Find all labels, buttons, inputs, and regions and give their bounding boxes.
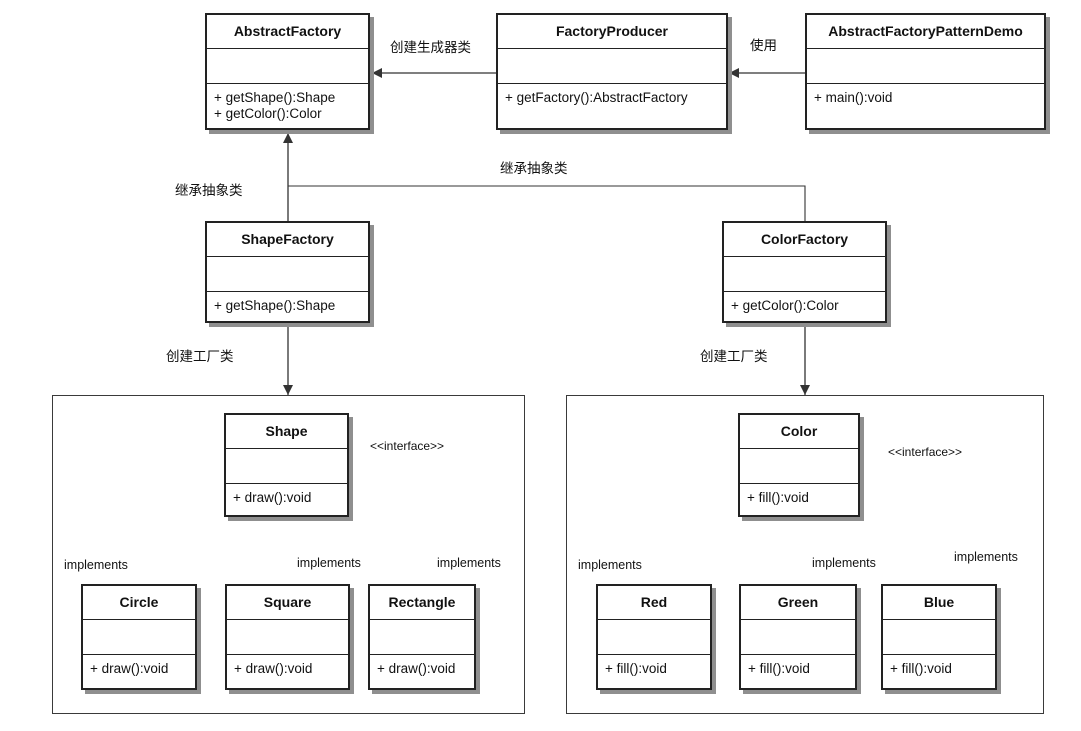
label-color-stereotype: <<interface>> xyxy=(888,445,963,459)
label-shape-stereotype: <<interface>> xyxy=(370,439,445,453)
class-attributes xyxy=(807,49,1044,84)
class-name: ShapeFactory xyxy=(207,223,368,257)
operation: + getShape():Shape xyxy=(214,90,336,105)
class-operations: + fill():void xyxy=(598,655,710,677)
class-name: AbstractFactory xyxy=(207,15,368,49)
class-red[interactable]: Red + fill():void xyxy=(596,584,712,690)
class-operations: + getColor():Color xyxy=(724,292,885,314)
class-attributes xyxy=(207,49,368,84)
class-name: Shape xyxy=(226,415,347,449)
operation: + main():void xyxy=(814,90,893,105)
class-color-interface[interactable]: Color + fill():void xyxy=(738,413,860,517)
class-abstract-factory[interactable]: AbstractFactory + getShape():Shape + get… xyxy=(205,13,370,130)
label-impl-red: implements xyxy=(578,558,642,572)
operation: + draw():void xyxy=(90,661,169,676)
class-name: Square xyxy=(227,586,348,620)
operation: + draw():void xyxy=(377,661,456,676)
operation: + fill():void xyxy=(605,661,667,676)
label-impl-square: implements xyxy=(297,556,361,570)
operation: + draw():void xyxy=(233,490,312,505)
class-shape-interface[interactable]: Shape + draw():void xyxy=(224,413,349,517)
class-operations: + fill():void xyxy=(741,655,855,677)
label-impl-blue: implements xyxy=(954,550,1018,564)
class-attributes xyxy=(83,620,195,655)
class-name: Green xyxy=(741,586,855,620)
class-name: AbstractFactoryPatternDemo xyxy=(807,15,1044,49)
class-name: Circle xyxy=(83,586,195,620)
class-abstract-factory-pattern-demo[interactable]: AbstractFactoryPatternDemo + main():void xyxy=(805,13,1046,130)
label-inherit-left: 继承抽象类 xyxy=(175,183,243,198)
class-attributes xyxy=(370,620,474,655)
class-operations: + fill():void xyxy=(740,484,858,506)
class-shape-factory[interactable]: ShapeFactory + getShape():Shape xyxy=(205,221,370,323)
class-attributes xyxy=(724,257,885,292)
class-color-factory[interactable]: ColorFactory + getColor():Color xyxy=(722,221,887,323)
operation: + getColor():Color xyxy=(214,106,322,121)
operation: + getShape():Shape xyxy=(214,298,336,313)
class-name: Red xyxy=(598,586,710,620)
class-operations: + main():void xyxy=(807,84,1044,106)
class-square[interactable]: Square + draw():void xyxy=(225,584,350,690)
class-operations: + draw():void xyxy=(83,655,195,677)
label-use: 使用 xyxy=(750,38,777,53)
operation: + draw():void xyxy=(234,661,313,676)
class-attributes xyxy=(883,620,995,655)
class-circle[interactable]: Circle + draw():void xyxy=(81,584,197,690)
class-attributes xyxy=(207,257,368,292)
operation: + fill():void xyxy=(890,661,952,676)
class-operations: + getShape():Shape xyxy=(207,292,368,314)
class-attributes xyxy=(498,49,726,84)
class-name: Color xyxy=(740,415,858,449)
label-impl-green: implements xyxy=(812,556,876,570)
class-operations: + draw():void xyxy=(226,484,347,506)
class-rectangle[interactable]: Rectangle + draw():void xyxy=(368,584,476,690)
class-attributes xyxy=(226,449,347,484)
class-attributes xyxy=(227,620,348,655)
class-name: Blue xyxy=(883,586,995,620)
operation: + getColor():Color xyxy=(731,298,839,313)
class-operations: + getFactory():AbstractFactory xyxy=(498,84,726,106)
class-name: ColorFactory xyxy=(724,223,885,257)
operation: + fill():void xyxy=(748,661,810,676)
operation: + fill():void xyxy=(747,490,809,505)
class-blue[interactable]: Blue + fill():void xyxy=(881,584,997,690)
class-green[interactable]: Green + fill():void xyxy=(739,584,857,690)
class-operations: + fill():void xyxy=(883,655,995,677)
label-impl-rectangle: implements xyxy=(437,556,501,570)
label-inherit-right: 继承抽象类 xyxy=(500,161,568,176)
edge-colorfactory-to-abstract xyxy=(288,185,806,221)
class-operations: + draw():void xyxy=(227,655,348,677)
class-attributes xyxy=(598,620,710,655)
class-attributes xyxy=(741,620,855,655)
operation: + getFactory():AbstractFactory xyxy=(505,90,688,105)
label-create-shape-factory: 创建工厂类 xyxy=(166,349,234,364)
label-impl-circle: implements xyxy=(64,558,128,572)
label-create-color-factory: 创建工厂类 xyxy=(700,349,768,364)
class-factory-producer[interactable]: FactoryProducer + getFactory():AbstractF… xyxy=(496,13,728,130)
class-operations: + getShape():Shape + getColor():Color xyxy=(207,84,368,122)
class-name: FactoryProducer xyxy=(498,15,726,49)
label-create-producer: 创建生成器类 xyxy=(390,40,471,55)
class-name: Rectangle xyxy=(370,586,474,620)
class-attributes xyxy=(740,449,858,484)
class-operations: + draw():void xyxy=(370,655,474,677)
